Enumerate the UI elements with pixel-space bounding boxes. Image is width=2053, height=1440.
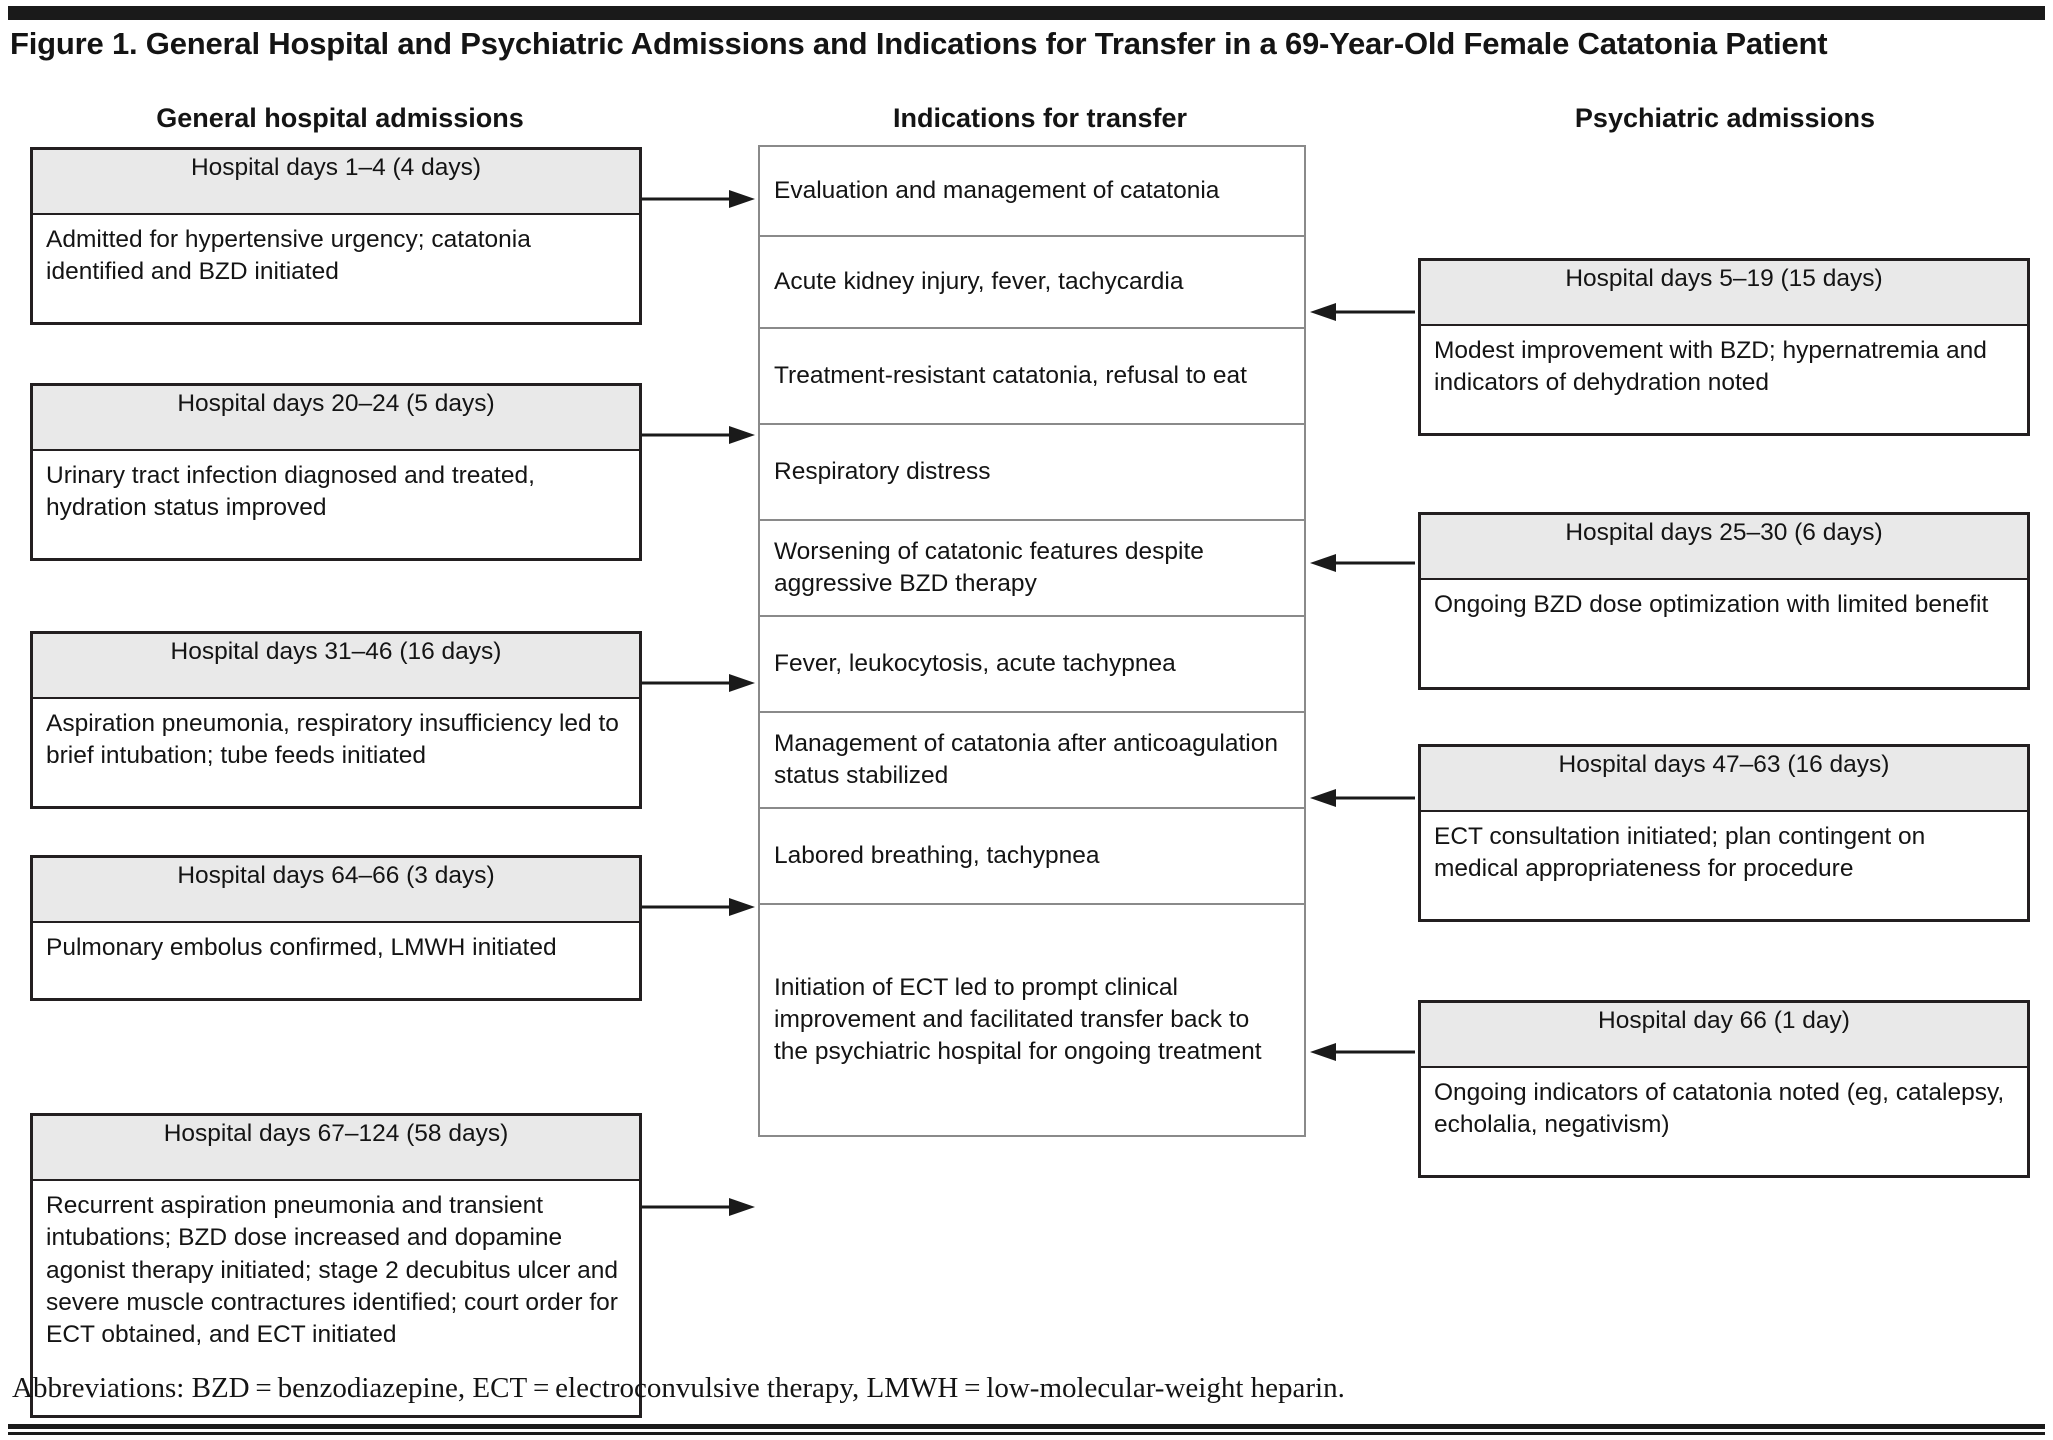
- psychiatric-admission-header: Hospital day 66 (1 day): [1421, 1003, 2027, 1068]
- indication-row: Fever, leukocytosis, acute tachypnea: [760, 617, 1304, 713]
- bottom-rule: [8, 1424, 2045, 1429]
- general-hospital-admission-box: Hospital days 31–46 (16 days) Aspiration …: [30, 631, 642, 809]
- figure-title: Figure 1. General Hospital and Psychiatr…: [10, 26, 1828, 61]
- arrow-general-hospital-to-indication-2-head: [729, 426, 755, 444]
- indication-row: Worsening of catatonic features despite …: [760, 521, 1304, 617]
- general-hospital-admission-body: Aspiration pneumonia, respiratory insuff…: [33, 699, 639, 806]
- general-hospital-admission-text: Aspiration pneumonia, respiratory insuff…: [46, 710, 619, 770]
- psychiatric-admission-body: ECT consultation initiated; plan conting…: [1421, 812, 2027, 919]
- general-hospital-admission-body: Recurrent aspiration pneumonia and trans…: [33, 1181, 639, 1415]
- general-hospital-admission-body: Admitted for hypertensive urgency; catat…: [33, 215, 639, 322]
- general-hospital-admission-text: Recurrent aspiration pneumonia and trans…: [46, 1192, 619, 1349]
- psychiatric-admission-header: Hospital days 25–30 (6 days): [1421, 515, 2027, 580]
- indication-text: Worsening of catatonic features despite …: [774, 537, 1204, 597]
- general-hospital-admission-box: Hospital days 1–4 (4 days) Admitted for h…: [30, 147, 642, 325]
- general-hospital-admission-header: Hospital days 1–4 (4 days): [33, 150, 639, 215]
- indication-row: Treatment-resistant catatonia, refusal t…: [760, 329, 1304, 425]
- arrow-psychiatric-to-indication-1-head: [1310, 303, 1336, 321]
- general-hospital-admission-body: Pulmonary embolus confirmed, LMWH initia…: [33, 923, 639, 998]
- psychiatric-admission-header: Hospital days 5–19 (15 days): [1421, 261, 2027, 326]
- indication-row: Respiratory distress: [760, 425, 1304, 521]
- general-hospital-admission-header: Hospital days 20–24 (5 days): [33, 386, 639, 451]
- indication-text: Initiation of ECT led to prompt clinical…: [774, 973, 1262, 1066]
- psychiatric-admission-text: Ongoing BZD dose optimization with limit…: [1434, 591, 1989, 618]
- general-hospital-admission-text: Admitted for hypertensive urgency; catat…: [46, 226, 531, 286]
- psychiatric-admission-body: Ongoing indicators of catatonia noted (e…: [1421, 1068, 2027, 1175]
- indication-text: Evaluation and management of catatonia: [774, 176, 1220, 204]
- general-hospital-admission-header: Hospital days 67–124 (58 days): [33, 1116, 639, 1181]
- column-heading-indications: Indications for transfer: [892, 103, 1188, 133]
- psychiatric-admission-text: Ongoing indicators of catatonia noted (e…: [1434, 1079, 2005, 1139]
- column-heading-psychiatric: Psychiatric admissions: [1574, 103, 1876, 133]
- arrow-general-hospital-to-indication-4-head: [729, 898, 755, 916]
- psychiatric-admission-box: Hospital days 5–19 (15 days) Modest impro…: [1418, 258, 2030, 436]
- general-hospital-admission-box: Hospital days 64–66 (3 days) Pulmonary em…: [30, 855, 642, 1001]
- general-hospital-admission-box: Hospital days 67–124 (58 days) Recurrent …: [30, 1113, 642, 1418]
- arrow-general-hospital-to-indication-3-head: [729, 674, 755, 692]
- general-hospital-admission-text: Pulmonary embolus confirmed, LMWH initia…: [46, 934, 557, 961]
- indication-text: Labored breathing, tachypnea: [774, 841, 1100, 869]
- indication-row: Management of catatonia after anticoagul…: [760, 713, 1304, 809]
- arrow-general-hospital-to-indication-5-head: [729, 1198, 755, 1216]
- psychiatric-admission-text: ECT consultation initiated; plan conting…: [1434, 823, 1926, 883]
- indication-text: Management of catatonia after anticoagul…: [774, 729, 1278, 789]
- psychiatric-admission-box: Hospital days 47–63 (16 days) ECT consult…: [1418, 744, 2030, 922]
- indication-row: Acute kidney injury, fever, tachycardia: [760, 237, 1304, 329]
- top-rule: [8, 6, 2045, 20]
- psychiatric-admission-text: Modest improvement with BZD; hypernatrem…: [1434, 337, 1987, 397]
- indication-text: Treatment-resistant catatonia, refusal t…: [774, 361, 1247, 389]
- arrow-psychiatric-to-indication-2-head: [1310, 554, 1336, 572]
- indication-text: Fever, leukocytosis, acute tachypnea: [774, 649, 1176, 677]
- arrow-general-hospital-to-indication-1-head: [729, 190, 755, 208]
- psychiatric-admission-box: Hospital days 25–30 (6 days) Ongoing BZD …: [1418, 512, 2030, 690]
- psychiatric-admission-header: Hospital days 47–63 (16 days): [1421, 747, 2027, 812]
- general-hospital-admission-text: Urinary tract infection diagnosed and tr…: [46, 462, 535, 522]
- general-hospital-admission-header: Hospital days 31–46 (16 days): [33, 634, 639, 699]
- general-hospital-admission-header: Hospital days 64–66 (3 days): [33, 858, 639, 923]
- arrow-psychiatric-to-indication-4-head: [1310, 1043, 1336, 1061]
- psychiatric-admission-body: Modest improvement with BZD; hypernatrem…: [1421, 326, 2027, 433]
- arrow-psychiatric-to-indication-3-head: [1310, 789, 1336, 807]
- indication-row: Initiation of ECT led to prompt clinical…: [760, 905, 1304, 1135]
- bottom-rule-2: [8, 1432, 2045, 1435]
- general-hospital-admission-box: Hospital days 20–24 (5 days) Urinary trac…: [30, 383, 642, 561]
- psychiatric-admission-body: Ongoing BZD dose optimization with limit…: [1421, 580, 2027, 687]
- indication-text: Respiratory distress: [774, 457, 991, 485]
- column-heading-general-hospital: General hospital admissions: [156, 103, 524, 133]
- abbreviations-note: Abbreviations: BZD = benzodiazepine, ECT…: [12, 1372, 1345, 1404]
- indication-text: Acute kidney injury, fever, tachycardia: [774, 267, 1184, 295]
- psychiatric-admission-box: Hospital day 66 (1 day) Ongoing indicator…: [1418, 1000, 2030, 1178]
- indication-row: Evaluation and management of catatonia: [760, 147, 1304, 237]
- general-hospital-admission-body: Urinary tract infection diagnosed and tr…: [33, 451, 639, 558]
- indication-row: Labored breathing, tachypnea: [760, 809, 1304, 905]
